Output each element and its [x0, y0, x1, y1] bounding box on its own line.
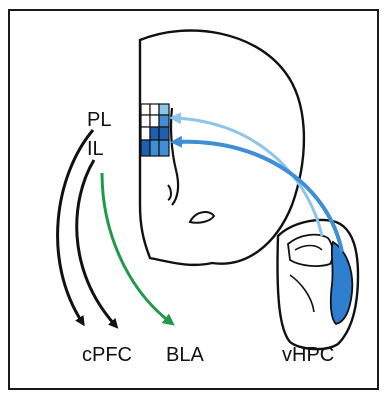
hpc-brain-section [278, 220, 359, 349]
il-cell-1 [141, 127, 150, 140]
il-cell-4 [141, 140, 150, 156]
il-cell-5 [150, 140, 159, 156]
vhpc-label: vHPC [282, 344, 334, 366]
il-label: IL [87, 138, 104, 160]
cpfc-label: cPFC [82, 344, 132, 366]
pl-cell-2 [150, 104, 159, 115]
il-cell-2 [150, 127, 159, 140]
pl-label: PL [87, 109, 111, 131]
bla-label: BLA [166, 344, 204, 366]
pl-cell-5 [150, 115, 159, 127]
il-cell-3 [159, 127, 169, 140]
pl-cell-3 [159, 104, 169, 115]
pl-cell-4 [141, 115, 150, 127]
mpfc-region-grid [141, 104, 169, 156]
il-cell-6 [159, 140, 169, 156]
pl-cell-1 [141, 104, 150, 115]
il-to-cpfc-arrow [77, 160, 115, 325]
pl-cell-6 [159, 115, 169, 127]
